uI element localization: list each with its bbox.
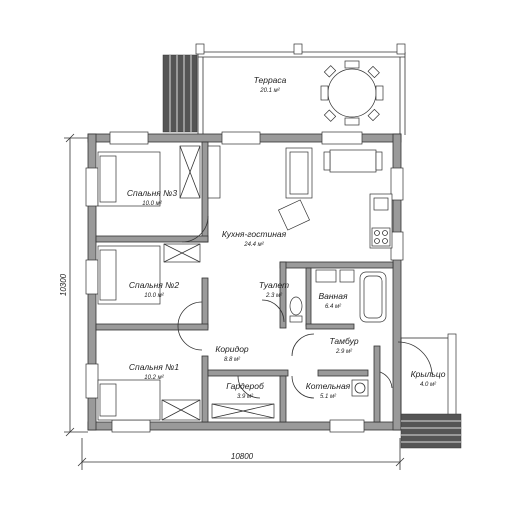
- furniture: [97, 145, 393, 421]
- area-wardrobe: 3.9 м²: [237, 394, 254, 400]
- terrace: [162, 43, 406, 135]
- area-bedroom-3: 10.0 м²: [142, 201, 162, 207]
- area-boiler-room: 5.1 м²: [320, 394, 337, 400]
- round-table: [320, 60, 384, 126]
- label-bedroom-1: Спальня №1: [129, 362, 179, 372]
- label-porch: Крыльцо: [411, 369, 446, 379]
- label-kitchen-living: Кухня-гостиная: [222, 229, 287, 239]
- label-bedroom-3: Спальня №3: [127, 188, 177, 198]
- terrace-steps: [162, 54, 198, 133]
- area-bathroom: 6.4 м²: [325, 304, 342, 310]
- exterior-walls: [85, 131, 404, 433]
- dimension-labels: 10800 10300: [59, 273, 254, 461]
- interior-walls: [95, 141, 457, 425]
- label-bathroom: Ванная: [318, 291, 347, 301]
- area-corridor: 8.8 м²: [224, 357, 241, 363]
- height-dimension: 10300: [59, 273, 68, 296]
- label-tambour: Тамбур: [329, 336, 358, 346]
- label-corridor: Коридор: [215, 344, 249, 354]
- label-terrace: Терраса: [254, 75, 287, 85]
- dimension-lines: [64, 133, 405, 470]
- area-tambour: 2.9 м²: [335, 349, 353, 355]
- label-wardrobe: Гардероб: [226, 381, 265, 391]
- area-kitchen-living: 24.4 м²: [243, 242, 264, 248]
- label-boiler-room: Котельная: [306, 381, 351, 391]
- label-bedroom-2: Спальня №2: [129, 280, 179, 290]
- label-toilet: Туалет: [259, 280, 289, 290]
- area-terrace: 20.1 м²: [259, 88, 280, 94]
- area-bedroom-1: 10.2 м²: [144, 375, 164, 381]
- area-toilet: 2.3 м²: [265, 293, 283, 299]
- area-porch: 4.0 м²: [420, 382, 437, 388]
- width-dimension: 10800: [231, 452, 254, 461]
- area-bedroom-2: 10.0 м²: [144, 293, 164, 299]
- porch-steps: [400, 413, 462, 449]
- doors: [177, 215, 433, 399]
- room-labels: Терраса 20.1 м² Спальня №3 10.0 м² Кухня…: [127, 75, 446, 400]
